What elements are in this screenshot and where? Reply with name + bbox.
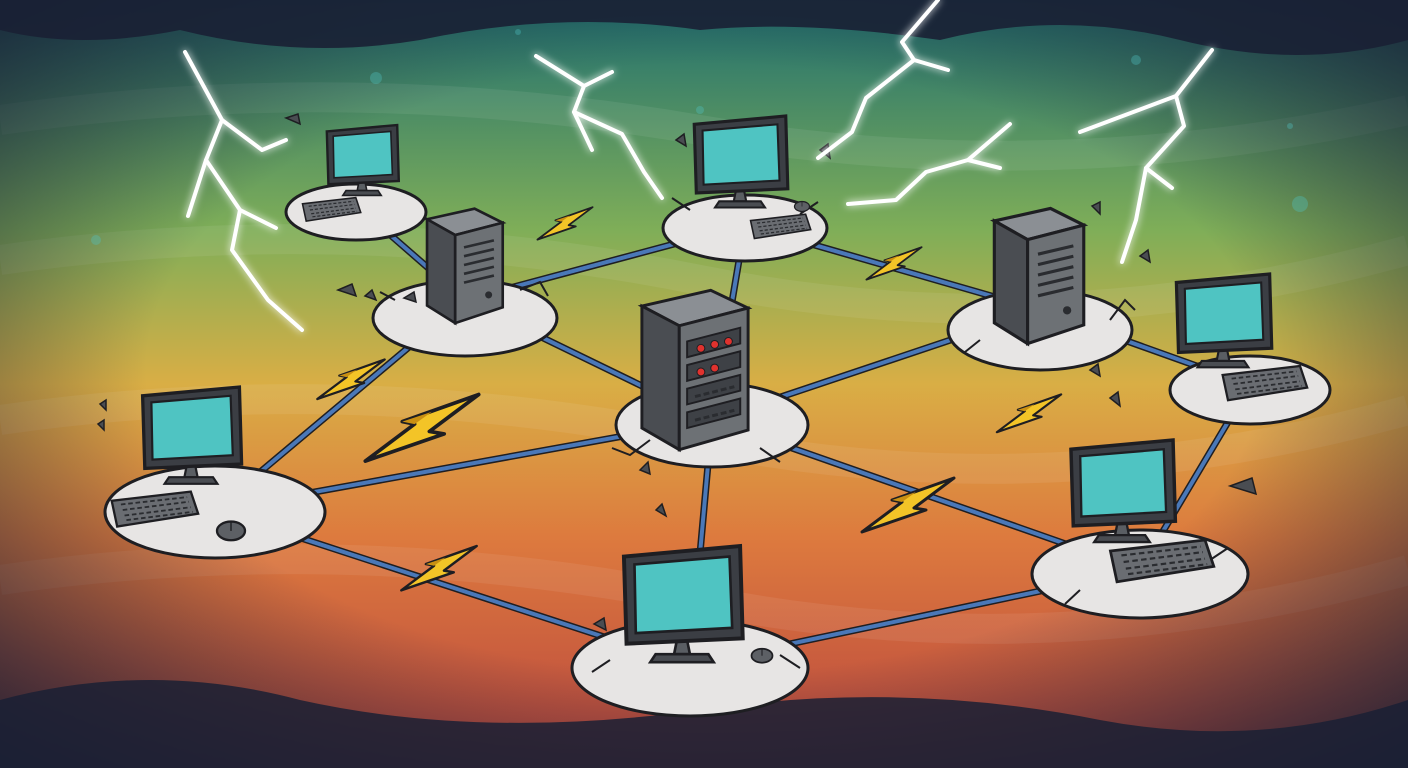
server-rack-icon — [640, 288, 750, 452]
mouse-icon — [215, 520, 247, 542]
server-rack-center — [640, 288, 750, 452]
server-tower-icon — [992, 206, 1086, 346]
mouse-icon — [793, 200, 811, 213]
server-tower-left — [425, 207, 505, 325]
server-tower-right — [992, 206, 1086, 346]
platform-cracks — [379, 197, 1229, 673]
server-tower-icon — [425, 207, 505, 325]
lightning-icon — [183, 0, 1214, 332]
debris-shards — [96, 113, 1258, 632]
floating-particles — [91, 29, 1308, 245]
mouse-icon — [750, 647, 774, 664]
